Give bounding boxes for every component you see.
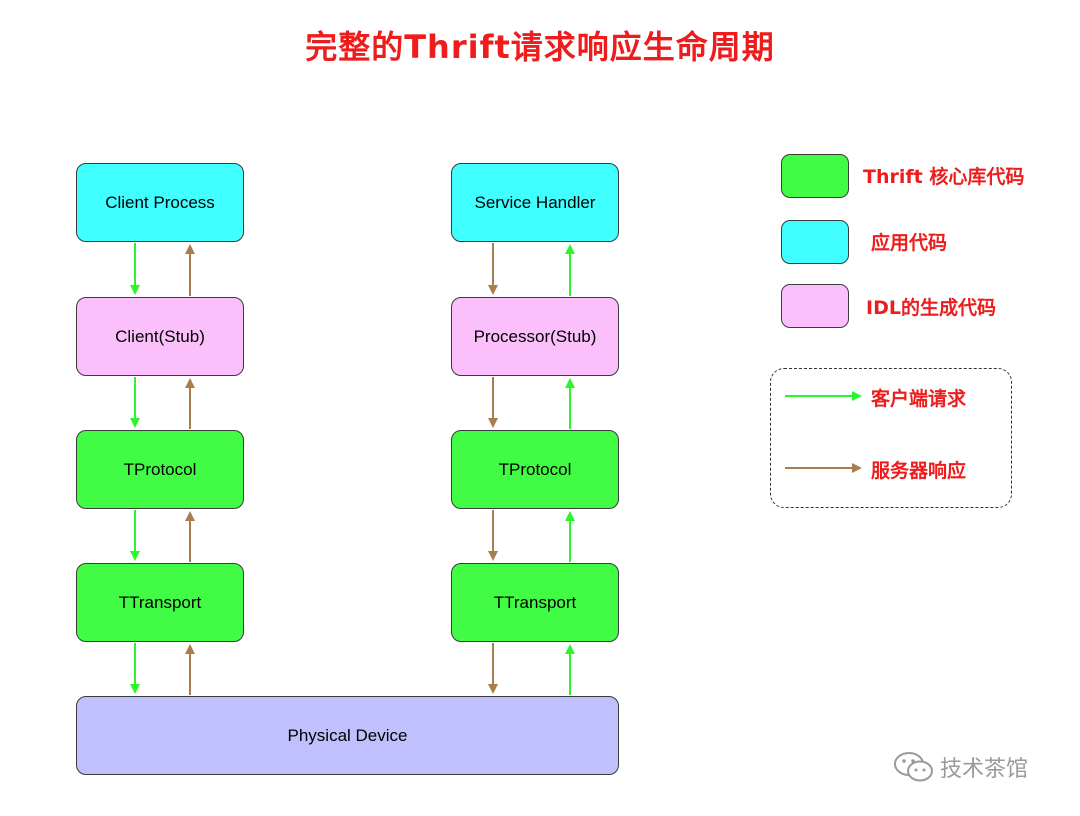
client-stub-box: Client(Stub): [76, 297, 244, 376]
legend-app-swatch: [781, 220, 849, 264]
legend-idl-swatch: [781, 284, 849, 328]
client-tprotocol-box: TProtocol: [76, 430, 244, 509]
physical-device-box: Physical Device: [76, 696, 619, 775]
client-ttransport-box: TTransport: [76, 563, 244, 642]
service-handler-box: Service Handler: [451, 163, 619, 242]
legend-response-label: 服务器响应: [871, 460, 967, 482]
server-ttransport-box: TTransport: [451, 563, 619, 642]
processor-stub-box: Processor(Stub): [451, 297, 619, 376]
wechat-icon: [894, 752, 933, 782]
legend-app-label: 应用代码: [871, 232, 948, 254]
arrow-legend-frame: [770, 368, 1012, 508]
server-tprotocol-box: TProtocol: [451, 430, 619, 509]
client-process-box: Client Process: [76, 163, 244, 242]
watermark: 技术茶馆: [892, 750, 1028, 784]
diagram-title: 完整的Thrift请求响应生命周期: [305, 28, 775, 66]
legend-request-label: 客户端请求: [871, 388, 967, 410]
legend-core-label: Thrift 核心库代码: [863, 166, 1025, 188]
legend-idl-label: IDL的生成代码: [866, 297, 996, 319]
watermark-text: 技术茶馆: [940, 757, 1029, 782]
legend-core-swatch: [781, 154, 849, 198]
